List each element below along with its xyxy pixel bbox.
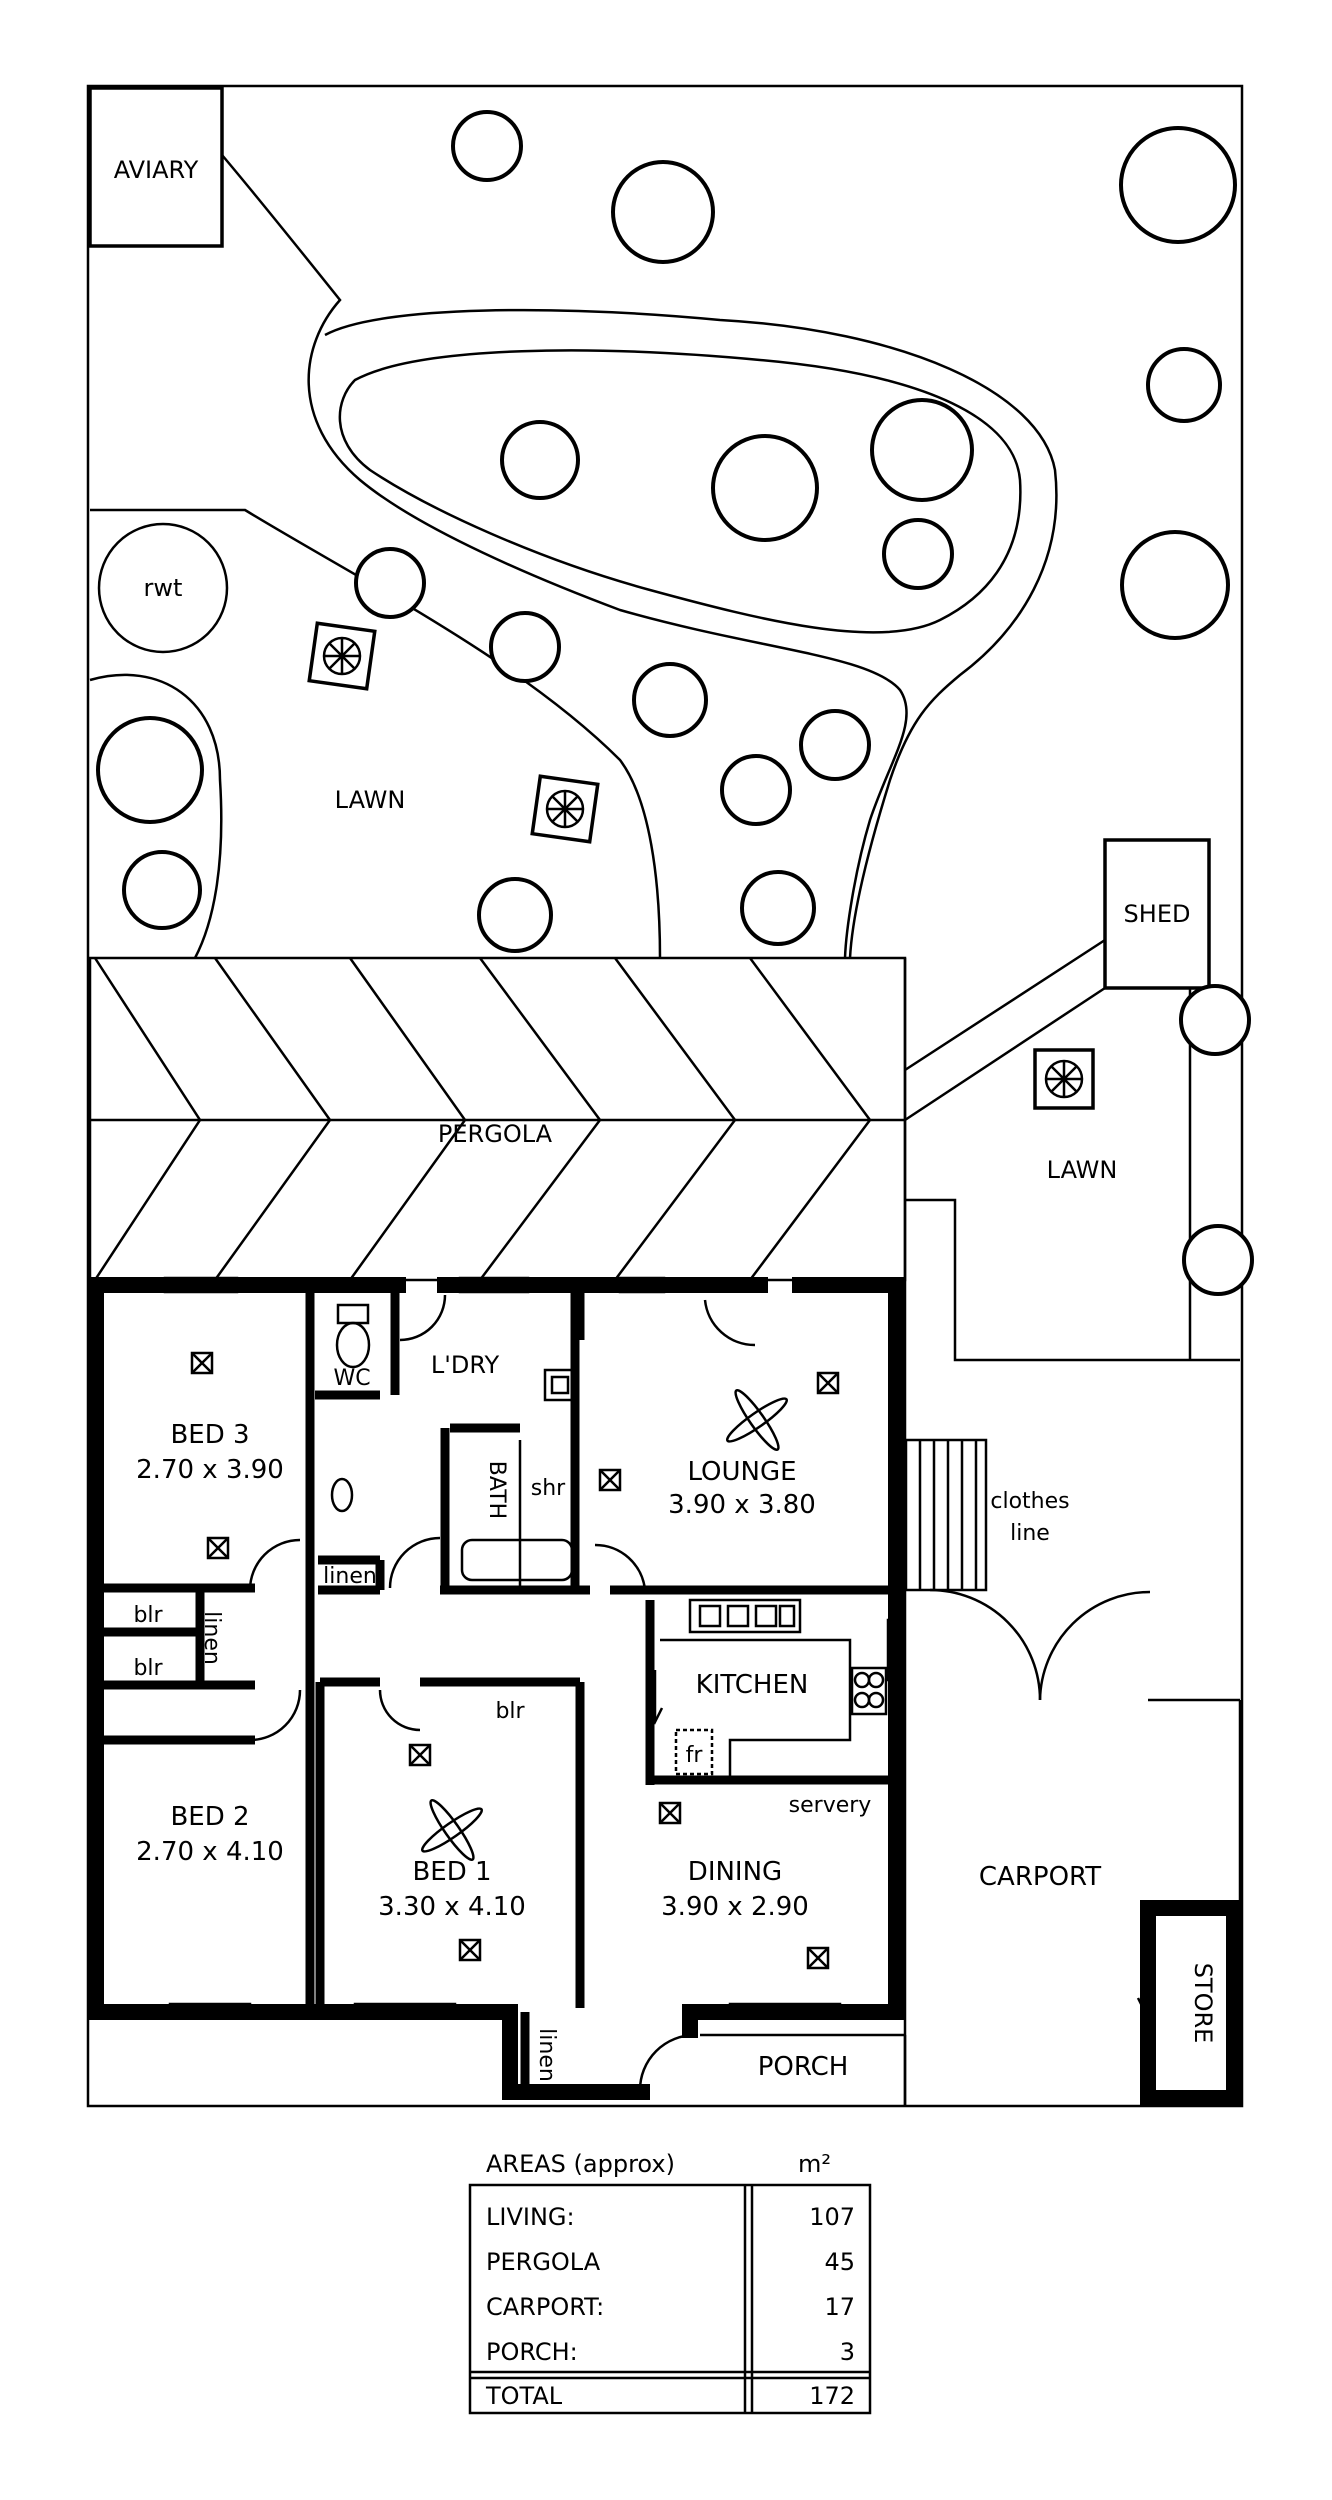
room-labels: AVIARY rwt LAWN SHED LAWN PERGOLA BED 3 … (114, 156, 1217, 2082)
tree-icon (632, 662, 708, 738)
bed1-dims: 3.30 x 4.10 (378, 1892, 526, 1922)
linen-label: linen (534, 2028, 559, 2082)
rotary-hoist-2 (530, 774, 600, 844)
areas-unit: m² (798, 2150, 831, 2178)
areas-row-value: 107 (809, 2203, 855, 2231)
tree-icon (489, 611, 561, 683)
linen-label: linen (199, 1611, 224, 1665)
tree-icon (1119, 126, 1237, 244)
clothes-line-label: line (1010, 1521, 1050, 1546)
tree-icon (799, 709, 871, 781)
light-icon (598, 1468, 622, 1492)
tree-icon (354, 547, 426, 619)
porch-label: PORCH (758, 2052, 849, 2082)
tree-icon (1179, 984, 1251, 1056)
light-icon (206, 1536, 230, 1560)
wc-label: WC (333, 1366, 370, 1391)
servery-label: servery (789, 1793, 872, 1818)
areas-row-name: PERGOLA (486, 2248, 601, 2276)
door-swings (248, 1294, 1151, 2091)
house-walls (88, 1277, 1242, 2106)
rotary-hoist-3 (1033, 1048, 1095, 1110)
areas-row-name: PORCH: (486, 2338, 578, 2366)
light-icon (816, 1371, 840, 1395)
areas-row-value: 45 (824, 2248, 855, 2276)
fixtures (330, 1303, 1154, 2106)
lawn-back-label: LAWN (335, 786, 406, 814)
pergola (88, 956, 907, 1282)
blr-label: blr (133, 1603, 163, 1628)
rwt-label: rwt (144, 574, 183, 602)
fridge-label: fr (686, 1743, 704, 1768)
lawn-side-label: LAWN (1047, 1156, 1118, 1184)
tree-icon (711, 434, 819, 542)
blr-label: blr (133, 1656, 163, 1681)
tree-icon (96, 716, 204, 824)
pergola-label: PERGOLA (438, 1120, 553, 1148)
tree-icon (477, 877, 553, 953)
aviary-label: AVIARY (114, 156, 199, 184)
store-label: STORE (1189, 1963, 1217, 2044)
tree-icon (720, 754, 792, 826)
light-markers (190, 1351, 840, 1970)
shed (1103, 838, 1211, 990)
garden-bed-outer (324, 308, 1058, 959)
bed2-label: BED 2 (170, 1802, 249, 1832)
carport-label: CARPORT (979, 1862, 1101, 1892)
tree-icon (611, 160, 715, 264)
windows (163, 1276, 904, 2020)
tree-icon (882, 518, 954, 590)
areas-row-value: 17 (824, 2293, 855, 2321)
shr-label: shr (531, 1476, 566, 1501)
rotary-hoist-1 (307, 621, 377, 691)
areas-row-name: CARPORT: (486, 2293, 604, 2321)
light-icon (806, 1946, 830, 1970)
dining-dims: 3.90 x 2.90 (661, 1892, 809, 1922)
clothes-line-label: clothes (990, 1489, 1069, 1514)
tree-icon (1120, 530, 1230, 640)
tree-icon (1182, 1224, 1254, 1296)
tree-icon (870, 398, 974, 502)
lounge-label: LOUNGE (687, 1457, 796, 1487)
blr-label: blr (495, 1699, 525, 1724)
areas-row-value: 3 (840, 2338, 855, 2366)
areas-total-value: 172 (809, 2382, 855, 2410)
light-icon (408, 1743, 432, 1767)
yard (86, 84, 1254, 2108)
bed2-dims: 2.70 x 4.10 (136, 1837, 284, 1867)
light-icon (458, 1938, 482, 1962)
bed3-label: BED 3 (170, 1420, 249, 1450)
shed-label: SHED (1124, 900, 1191, 928)
property-boundary (86, 84, 1244, 2108)
left-planting-edge (89, 673, 223, 959)
light-icon (190, 1351, 214, 1375)
bed1-label: BED 1 (412, 1857, 491, 1887)
rainwater-tank (97, 522, 229, 654)
linen-label: linen (323, 1564, 377, 1589)
path-from-aviary (221, 154, 908, 959)
ceiling-fan-icon (725, 1388, 789, 1452)
tree-icon (500, 420, 580, 500)
areas-total-name: TOTAL (485, 2382, 563, 2410)
bed3-dims: 2.70 x 3.90 (136, 1455, 284, 1485)
lounge-dims: 3.90 x 3.80 (668, 1490, 816, 1520)
tree-icon (122, 850, 202, 930)
dining-label: DINING (688, 1857, 782, 1887)
ldry-label: L'DRY (431, 1351, 500, 1379)
kitchen-label: KITCHEN (696, 1670, 809, 1700)
light-icon (658, 1801, 682, 1825)
areas-title: AREAS (approx) (486, 2150, 675, 2178)
ceiling-fan-icon (420, 1798, 484, 1862)
bath-label: BATH (484, 1461, 509, 1519)
lawn-edge (90, 508, 662, 959)
tree-icon (740, 870, 816, 946)
aviary (88, 86, 224, 248)
tree-icon (451, 110, 523, 182)
areas-row-name: LIVING: (486, 2203, 575, 2231)
trees (96, 110, 1254, 1296)
tree-icon (1146, 347, 1222, 423)
garden-bed-inner (338, 349, 1022, 634)
